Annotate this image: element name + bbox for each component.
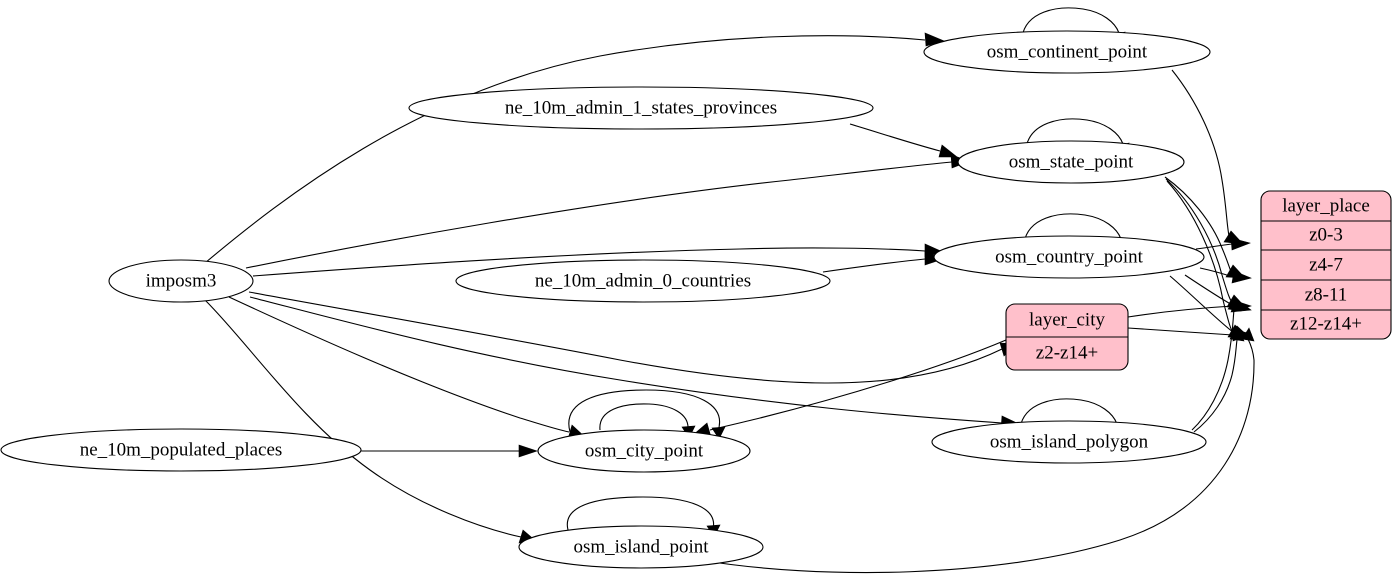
node-label-osm-country-point: osm_country_point [995, 246, 1143, 267]
edge-ne-countries-to-osm-country-point [822, 258, 926, 273]
node-label-ne-countries: ne_10m_admin_0_countries [535, 270, 751, 291]
arrowhead-icon [1231, 270, 1252, 284]
arrowhead-icon [1227, 298, 1242, 312]
node-label-ne-places: ne_10m_populated_places [80, 439, 283, 460]
node-osm-state-point[interactable]: osm_state_point [957, 140, 1185, 184]
edge-imposm3-to-osm-island-polygon [249, 296, 1003, 424]
edge-osm-state-point-to-layer-place-z4-7 [1164, 176, 1233, 275]
edge-self-loop-osm-continent-point [1021, 7, 1120, 38]
arrowhead-icon [1230, 328, 1245, 342]
record-row-layer-place-z0-3[interactable]: z0-3 [1309, 224, 1343, 245]
edge-osm-state-point-to-layer-place-z12-z14 [1166, 180, 1235, 335]
record-layer: layer_place z0-3 z4-7 z8-11 z12-z14+ lay… [1005, 190, 1392, 371]
edge-osm-state-point-to-layer-place-z8-11 [1165, 178, 1234, 305]
edge-imposm3-to-osm-country-point [252, 247, 926, 277]
node-osm-country-point[interactable]: osm_country_point [933, 235, 1205, 279]
node-label-ne-states: ne_10m_admin_1_states_provinces [505, 97, 777, 118]
node-layer: imposm3 ne_10m_admin_1_states_provinces … [0, 30, 1211, 569]
edge-osm-country-point-to-layer-place-z12-z14 [1169, 275, 1235, 334]
record-row-layer-place-z4-7[interactable]: z4-7 [1309, 254, 1343, 275]
edge-imposm3-to-osm-city-point [228, 296, 570, 433]
record-row-layer-city-z2-z14[interactable]: z2-z14+ [1036, 342, 1098, 363]
node-osm-island-polygon[interactable]: osm_island_polygon [931, 420, 1207, 464]
arrowhead-icon [938, 144, 958, 158]
edge-osm-country-point-to-layer-place-z0-3 [1195, 243, 1233, 250]
node-label-osm-city-point: osm_city_point [585, 440, 704, 461]
edge-self-loop-osm-island-polygon [1019, 398, 1118, 429]
record-row-layer-city-title: layer_city [1029, 309, 1105, 330]
node-label-imposm3: imposm3 [146, 270, 217, 291]
node-label-osm-continent-point: osm_continent_point [987, 41, 1148, 62]
edge-layer-city-to-layer-place-z8-11 [1127, 305, 1234, 318]
record-row-layer-place-title: layer_place [1282, 195, 1370, 216]
edge-self-loop-osm-state-point [1025, 118, 1124, 149]
edge-osm-island-polygon-to-layer-place-z12-z14 [1193, 339, 1238, 433]
node-osm-city-point[interactable]: osm_city_point [537, 429, 751, 473]
edge-imposm3-to-osm-island-point [204, 299, 522, 538]
edge-imposm3-to-osm-state-point [245, 161, 953, 269]
edge-self-loop-outer-osm-city-point [568, 389, 721, 433]
node-imposm3[interactable]: imposm3 [108, 259, 254, 303]
edge-osm-continent-point-to-layer-place-z0-3 [1171, 69, 1231, 241]
edge-ne-states-to-osm-state-point [849, 123, 941, 152]
record-row-layer-place-z12-z14[interactable]: z12-z14+ [1290, 313, 1362, 334]
node-ne-10m-populated-places[interactable]: ne_10m_populated_places [0, 428, 362, 472]
record-row-layer-place-z8-11[interactable]: z8-11 [1305, 284, 1348, 305]
record-node-layer-place[interactable]: layer_place z0-3 z4-7 z8-11 z12-z14+ [1260, 190, 1392, 340]
edge-layer [204, 7, 1255, 574]
edge-self-loop-inner-osm-city-point [599, 403, 689, 431]
edge-self-loop-osm-island-point [566, 496, 715, 531]
edge-self-loop-osm-country-point [1023, 213, 1122, 244]
edge-layer-city-to-osm-city-point [709, 339, 1007, 431]
record-node-layer-city[interactable]: layer_city z2-z14+ [1005, 303, 1129, 371]
arrowhead-icon [1241, 327, 1255, 342]
node-osm-island-point[interactable]: osm_island_point [518, 525, 764, 569]
arrowhead-icon [518, 444, 538, 458]
edge-imposm3-to-osm-continent-point [204, 35, 926, 264]
node-ne-10m-admin-0-countries[interactable]: ne_10m_admin_0_countries [455, 259, 831, 303]
edge-osm-island-point-to-layer-place-z12-z14 [699, 338, 1255, 574]
edge-osm-country-point-to-layer-place-z4-7 [1199, 267, 1234, 278]
node-label-osm-state-point: osm_state_point [1009, 151, 1134, 172]
node-label-osm-island-polygon: osm_island_polygon [990, 431, 1149, 452]
node-osm-continent-point[interactable]: osm_continent_point [923, 30, 1211, 74]
node-label-osm-island-point: osm_island_point [573, 536, 709, 557]
edge-imposm3-to-layer-city [248, 291, 1003, 384]
edge-osm-country-point-to-layer-place-z8-11 [1184, 274, 1235, 307]
edge-osm-island-polygon-to-layer-place-z8-11 [1191, 309, 1235, 431]
arrowhead-icon [1230, 237, 1251, 251]
node-ne-10m-admin-1-states-provinces[interactable]: ne_10m_admin_1_states_provinces [408, 86, 874, 130]
edge-layer-city-to-layer-place-z12-z14 [1127, 327, 1234, 336]
